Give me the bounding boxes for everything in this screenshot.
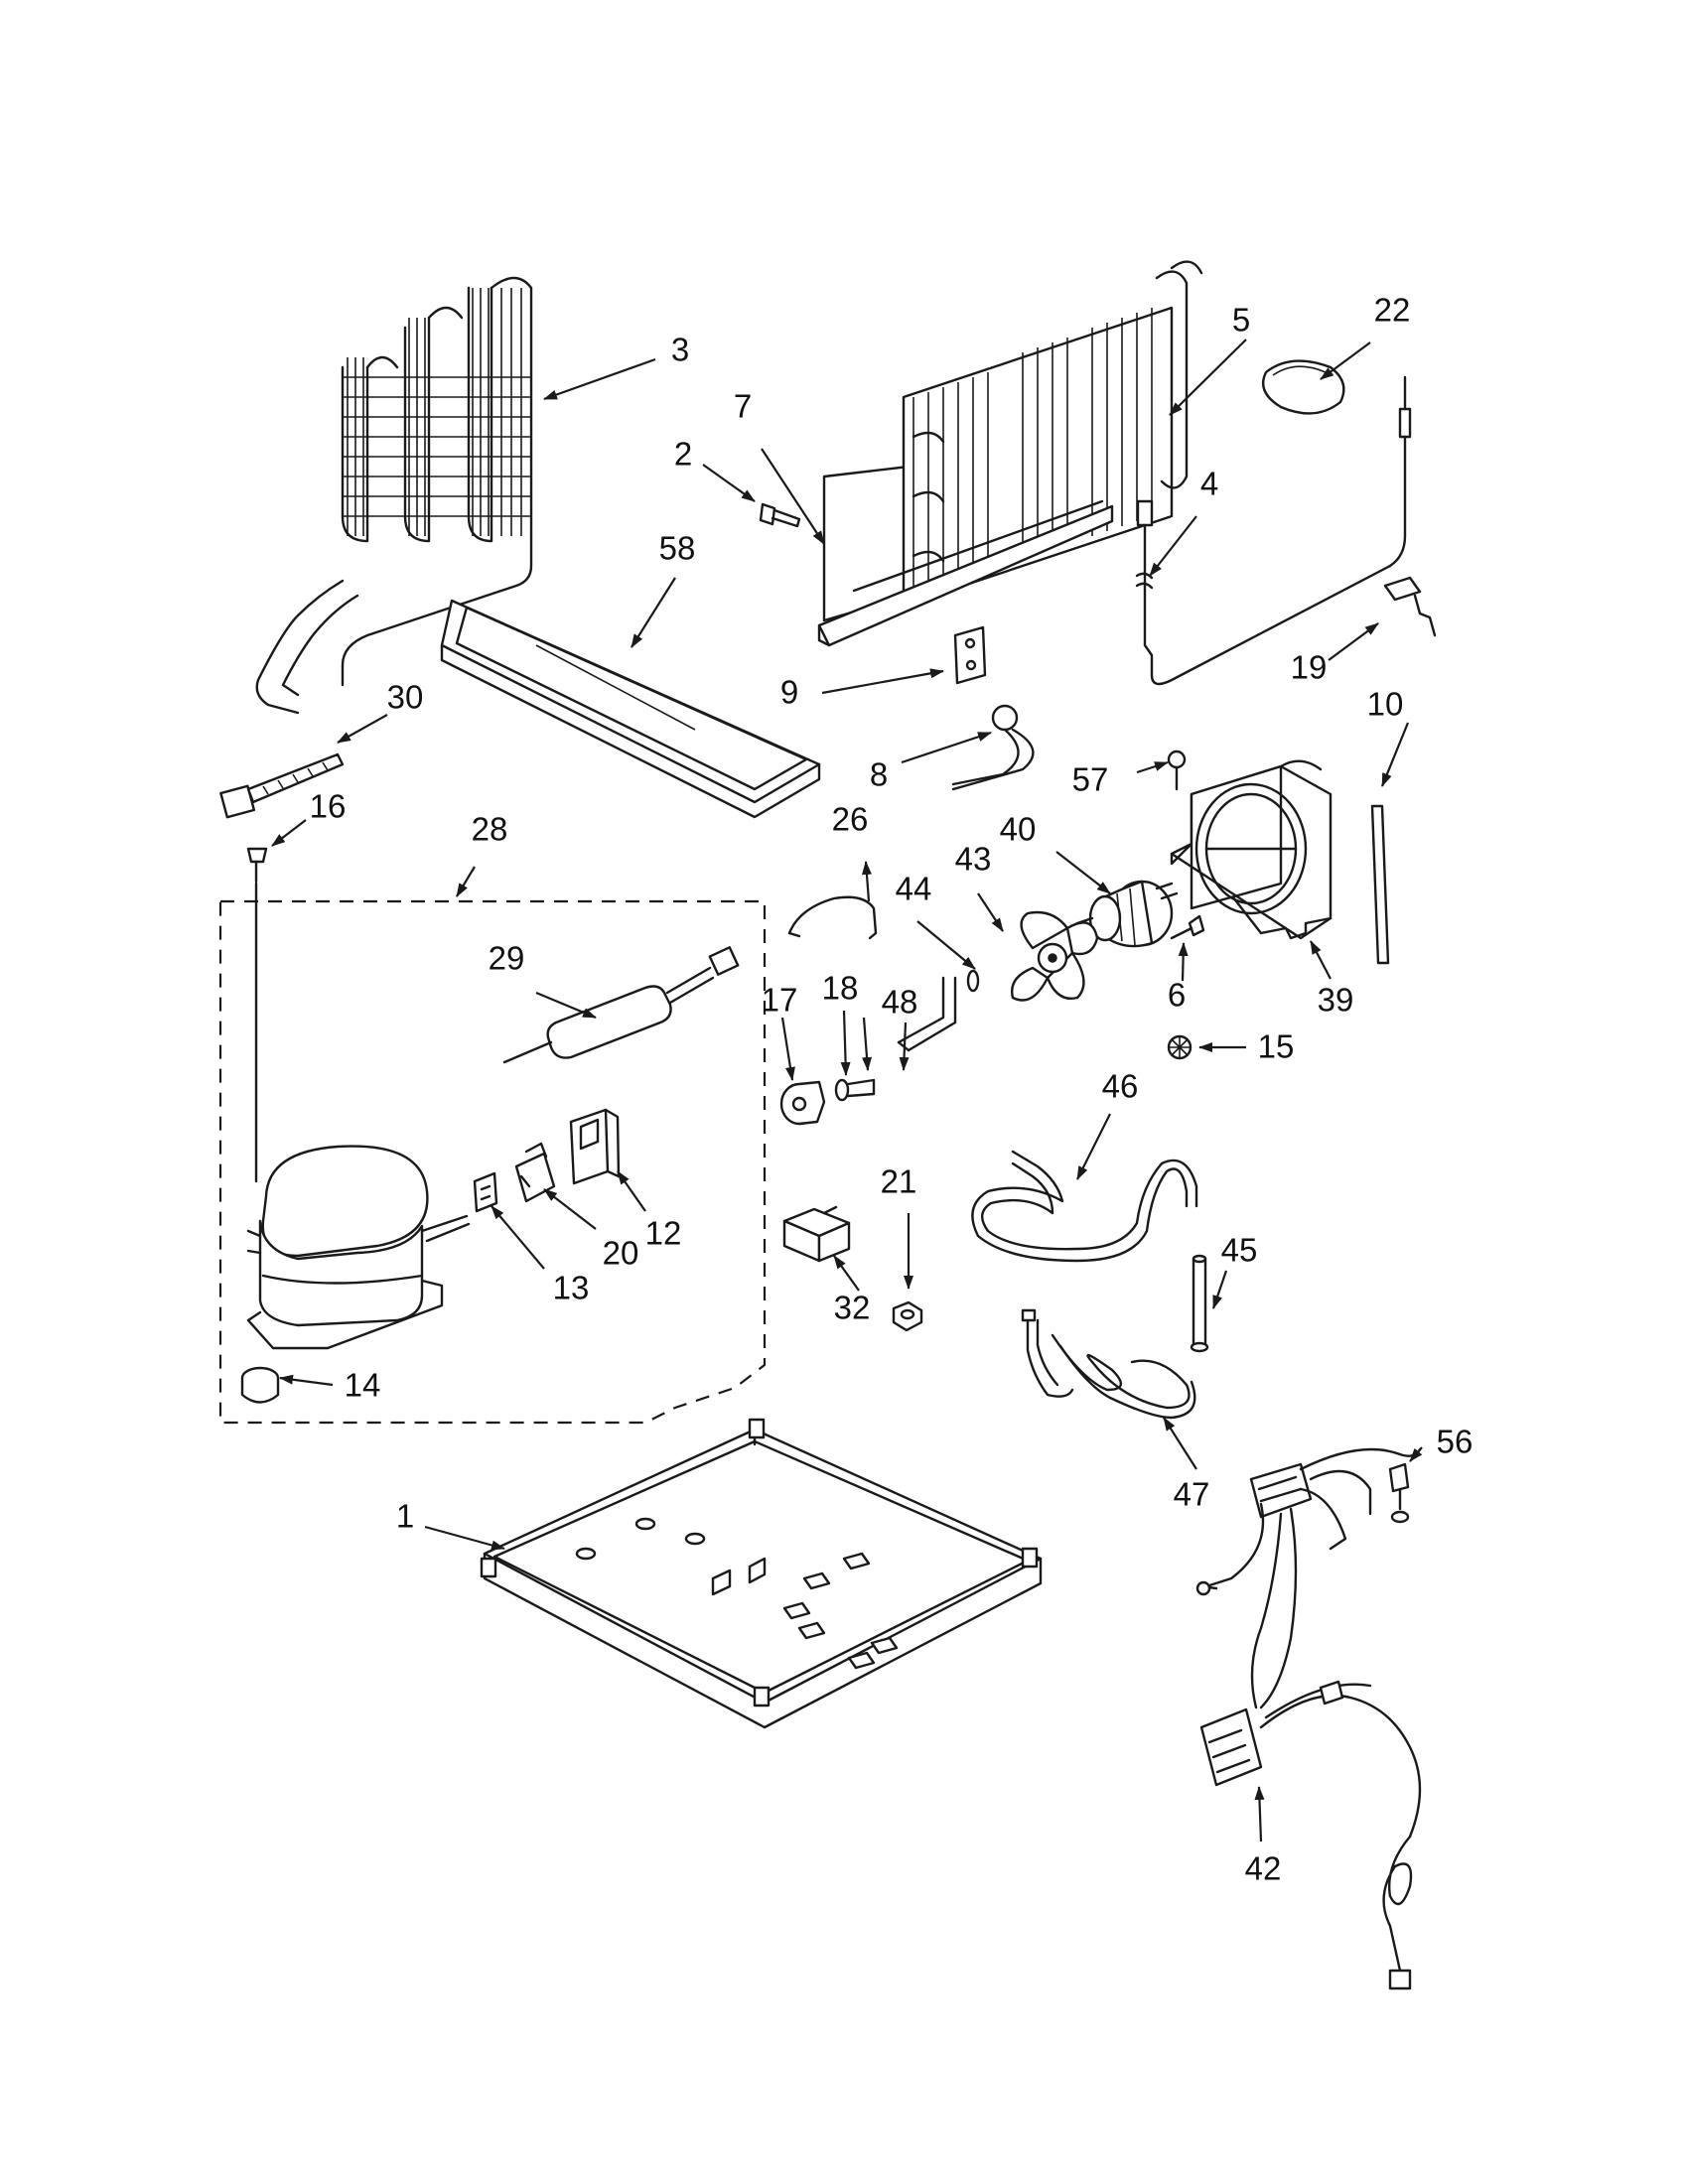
base-frame <box>480 1418 1043 1729</box>
condenser-coil <box>255 276 533 715</box>
screw-2 <box>759 502 801 528</box>
nut-21 <box>892 1300 923 1332</box>
callout-12: 12 <box>645 1215 682 1252</box>
callout-labels: 3 2 7 5 22 4 58 19 9 30 8 16 57 10 28 26… <box>310 292 1474 1887</box>
screw-56 <box>1388 1462 1410 1524</box>
callout-16: 16 <box>310 788 347 825</box>
fan-blade <box>1011 910 1099 1002</box>
callout-4: 4 <box>1200 466 1218 502</box>
callout-10: 10 <box>1367 686 1404 723</box>
callout-21: 21 <box>881 1163 917 1200</box>
wire-harness <box>1195 1447 1422 1990</box>
clip-13 <box>473 1171 498 1213</box>
callout-39: 39 <box>1318 982 1354 1019</box>
leader-arrows <box>271 339 1423 1843</box>
callout-22: 22 <box>1374 292 1411 329</box>
callout-42: 42 <box>1245 1850 1282 1887</box>
pin-45 <box>1190 1254 1209 1353</box>
wire-8 <box>951 704 1035 791</box>
compressor <box>246 882 471 1350</box>
callout-8: 8 <box>870 756 888 793</box>
drain-pan <box>440 599 821 819</box>
bracket-9 <box>953 625 987 685</box>
callout-26: 26 <box>832 801 869 838</box>
callout-46: 46 <box>1102 1068 1139 1105</box>
callout-5: 5 <box>1232 302 1250 339</box>
callout-45: 45 <box>1221 1232 1258 1269</box>
callout-1: 1 <box>396 1498 414 1535</box>
callout-32: 32 <box>834 1290 871 1326</box>
bolt-18 <box>834 1078 876 1102</box>
tube-46 <box>971 1150 1198 1263</box>
callout-7: 7 <box>734 388 752 425</box>
callout-58: 58 <box>659 530 696 567</box>
callout-13: 13 <box>553 1270 590 1306</box>
screw-16 <box>246 847 268 884</box>
callout-14: 14 <box>345 1367 381 1404</box>
callout-28: 28 <box>472 811 508 848</box>
filter-drier <box>502 946 740 1064</box>
screw-57 <box>1167 750 1187 791</box>
cover-22 <box>1261 359 1345 415</box>
callout-56: 56 <box>1437 1424 1474 1460</box>
screw-6 <box>1170 914 1205 940</box>
callout-43: 43 <box>955 841 992 878</box>
clip-26 <box>787 895 878 940</box>
tube-47 <box>1021 1308 1196 1420</box>
capacitor-32 <box>782 1205 851 1263</box>
callout-19: 19 <box>1291 649 1328 686</box>
callout-47: 47 <box>1174 1476 1210 1513</box>
compressor-kit-box <box>218 899 767 1425</box>
cable-tie <box>219 752 345 819</box>
callout-44: 44 <box>896 871 932 907</box>
callout-18: 18 <box>822 970 859 1007</box>
washer-44 <box>966 969 980 993</box>
callout-30: 30 <box>387 679 424 716</box>
fan-motor <box>1075 880 1179 948</box>
callout-15: 15 <box>1258 1028 1295 1065</box>
callout-29: 29 <box>489 940 525 977</box>
thermostat-wire <box>1135 499 1154 677</box>
callout-6: 6 <box>1168 977 1186 1014</box>
callout-3: 3 <box>671 332 689 368</box>
callout-2: 2 <box>674 436 692 473</box>
strip-10 <box>1370 804 1390 965</box>
overload-12 <box>569 1108 621 1185</box>
fan-shroud <box>1170 759 1333 940</box>
evaporator <box>817 260 1203 647</box>
grommet-17 <box>779 1080 826 1126</box>
callout-48: 48 <box>882 984 918 1021</box>
callout-20: 20 <box>603 1235 639 1272</box>
callout-57: 57 <box>1072 761 1109 798</box>
callout-17: 17 <box>762 982 798 1019</box>
callout-9: 9 <box>780 674 798 711</box>
callout-40: 40 <box>1000 811 1037 848</box>
clip-15 <box>1167 1034 1193 1060</box>
grommet-14 <box>240 1366 280 1404</box>
defrost-heater-wire <box>1150 375 1437 686</box>
